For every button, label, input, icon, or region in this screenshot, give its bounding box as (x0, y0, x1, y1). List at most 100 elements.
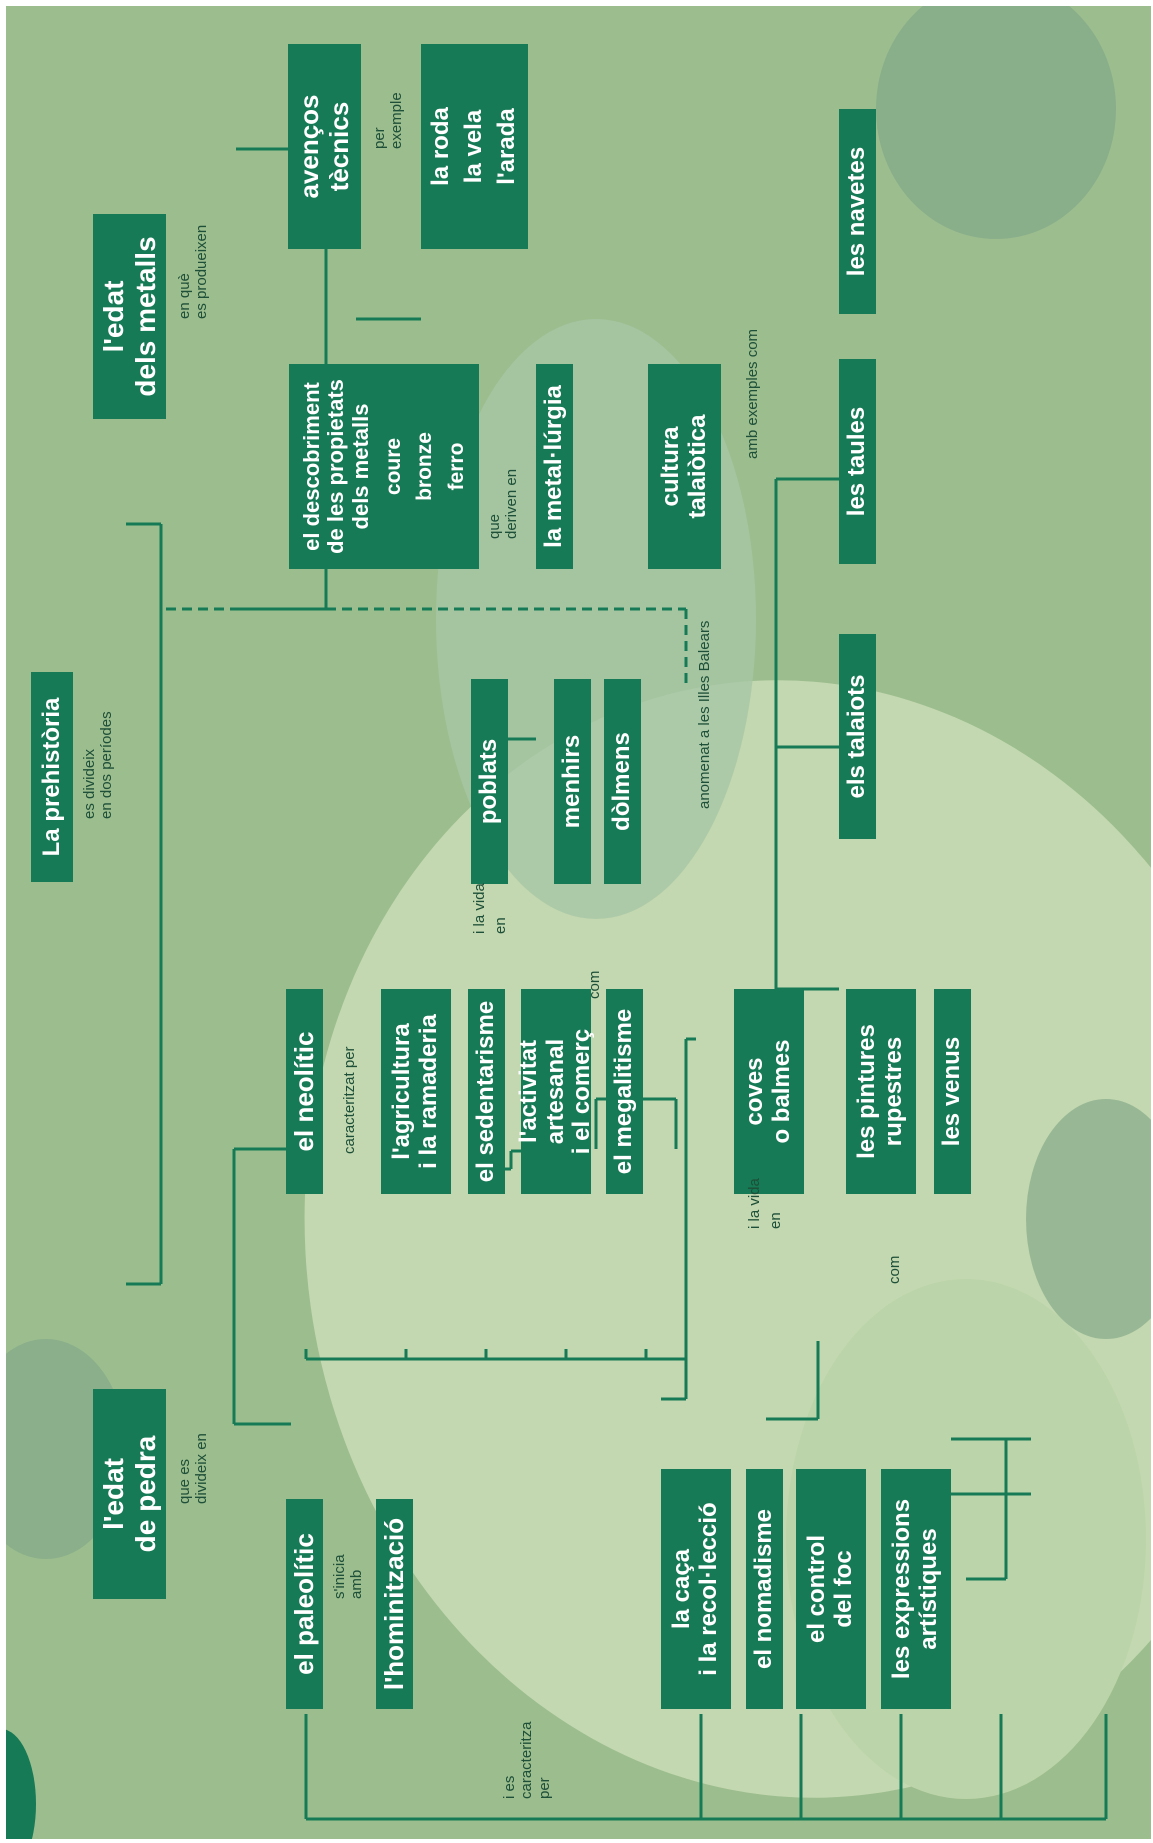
label-es-divideix-line2: en dos períodes (98, 711, 116, 819)
node-taules: les taules (839, 359, 876, 564)
node-avencos-line2: tècnics (323, 101, 354, 192)
node-hominitzacio-text: l'hominització (378, 1517, 409, 1691)
node-metallurgia-text: la metal·lúrgia (540, 385, 568, 548)
node-coves-line1: coves (741, 1057, 769, 1126)
label-per-exemple-line2: exemple (388, 92, 406, 149)
node-agricultura-line1: l'agricultura (388, 1023, 416, 1160)
node-neolitic: el neolític (286, 989, 323, 1194)
node-metallurgia: la metal·lúrgia (536, 364, 573, 569)
label-en-que-line2: es produeixen (193, 224, 211, 319)
node-sedentarisme-text: el sedentarisme (472, 1000, 500, 1183)
label-que-es-divideix: que es divideix en (176, 1433, 211, 1504)
node-activitat-line2: i el comerç (568, 1028, 596, 1155)
label-com-2: com (886, 1256, 903, 1284)
node-expressions-line1: les expressions (888, 1498, 916, 1680)
node-megalitisme: el megalitisme (606, 989, 643, 1194)
label-i-es-caracteritza-line1: i es (501, 1775, 518, 1799)
node-edat-metalls-line2: dels metalls (129, 236, 161, 397)
node-menhirs: menhirs (554, 679, 591, 884)
node-descobriment: el descobriment de les propietats dels m… (289, 364, 479, 569)
node-pintures-line2: rupestres (880, 1036, 907, 1147)
label-sinicia-line2: amb (348, 1569, 366, 1599)
node-avencos-line1: avenços (294, 94, 325, 199)
node-neolitic-text: el neolític (288, 1031, 319, 1152)
concept-map-frame: La prehistòria l'edat de pedra l'edat de… (6, 6, 1151, 1839)
label-i-es-caracteritza-line2: caracteritza (518, 1721, 536, 1799)
label-es-divideix-line1: es divideix (81, 748, 98, 819)
node-edat-pedra-line2: de pedra (129, 1435, 161, 1553)
node-talaiots: els talaiots (839, 634, 876, 839)
label-vida-en-2-text: i la vida (746, 1178, 763, 1229)
node-coves-line2: o balmes (768, 1039, 795, 1144)
node-poblats: poblats (471, 679, 508, 884)
label-per-exemple-line1: per (371, 127, 388, 149)
node-venus-text: les venus (938, 1036, 966, 1147)
node-talaiotica-line1: cultura (656, 426, 684, 507)
label-com-1-text: com (586, 970, 603, 999)
label-amb-exemples: amb exemples com (744, 329, 761, 459)
label-vida-en-2: i la vida en (746, 1178, 785, 1229)
concept-map: La prehistòria l'edat de pedra l'edat de… (6, 6, 1151, 1839)
node-talaiots-text: els talaiots (843, 674, 871, 799)
label-que-es-divideix-line2: divideix en (193, 1433, 211, 1504)
node-sedentarisme: el sedentarisme (468, 989, 505, 1194)
node-control-foc-line2: del foc (830, 1550, 857, 1628)
node-pintures: les pintures rupestres (846, 989, 916, 1194)
node-hominitzacio: l'hominització (376, 1499, 413, 1709)
label-com-1: com (586, 971, 603, 999)
node-control-foc: el control del foc (796, 1469, 866, 1709)
label-en-que-line1: en què (176, 273, 193, 319)
diagram-title: La prehistòria (31, 672, 73, 882)
label-i-es-caracteritza: i es caracteritza per (501, 1721, 553, 1799)
node-descobriment-line2: de les propietats (323, 379, 349, 554)
node-menhirs-text: menhirs (558, 734, 586, 829)
node-roda-line3: l'arada (492, 108, 520, 185)
node-activitat: l'activitat artesanal i el comerç (515, 989, 595, 1194)
label-per-exemple: per exemple (371, 92, 406, 149)
diagram-title-text: La prehistòria (37, 697, 65, 857)
node-edat-pedra: l'edat de pedra (93, 1389, 166, 1599)
label-amb-exemples-text: amb exemples com (744, 328, 761, 459)
node-expressions-line2: artístiques (915, 1528, 942, 1650)
label-es-divideix: es divideix en dos períodes (81, 711, 116, 819)
node-venus: les venus (934, 989, 971, 1194)
node-dolmens-text: dòlmens (608, 732, 636, 831)
node-roda-line1: la roda (427, 107, 455, 186)
label-vida-en-1: i la vida en (471, 883, 510, 934)
node-poblats-text: poblats (475, 738, 503, 825)
node-roda-line2: la vela (460, 109, 488, 184)
node-caca-line2: i la recol·lecció (695, 1502, 722, 1676)
label-sinicia-line1: s'inicia (331, 1554, 348, 1599)
node-megalitisme-text: el megalitisme (610, 1008, 638, 1175)
label-en-2-text: en (767, 1212, 785, 1229)
node-expressions: les expressions artístiques (881, 1469, 951, 1709)
node-activitat-line1: l'activitat artesanal (514, 1038, 569, 1145)
node-descobriment-line3: dels metalls (348, 403, 374, 530)
node-descobriment-line1: el descobriment (298, 382, 324, 551)
connector-lines (126, 147, 1108, 1821)
node-talaiotica-line2: talaiòtica (683, 414, 711, 519)
node-navetes-text: les navetes (843, 146, 871, 277)
label-vida-en-1-text: i la vida (471, 883, 488, 934)
label-que-deriven: que deriven en (486, 469, 521, 539)
label-com-2-text: com (886, 1255, 903, 1284)
node-edat-metalls-line1: l'edat (98, 280, 130, 353)
node-nomadisme: el nomadisme (746, 1469, 783, 1709)
node-agricultura-line2: i la ramaderia (415, 1014, 442, 1169)
node-roda: la roda la vela l'arada (421, 44, 528, 249)
node-control-foc-line1: el control (803, 1535, 831, 1644)
node-caca: la caça i la recol·lecció (661, 1469, 731, 1709)
label-que-deriven-line1: que (486, 513, 503, 539)
node-edat-metalls: l'edat dels metalls (93, 214, 166, 419)
label-caracteritzat: caracteritzat per (341, 1046, 358, 1154)
node-navetes: les navetes (839, 109, 876, 314)
label-en-que: en què es produeixen (176, 225, 211, 319)
node-dolmens: dòlmens (604, 679, 641, 884)
label-en-1-text: en (492, 917, 510, 934)
node-talaiotica: cultura talaiòtica (648, 364, 721, 569)
label-caracteritzat-text: caracteritzat per (341, 1046, 358, 1154)
node-descobriment-line5: bronze (413, 432, 437, 501)
node-caca-line1: la caça (668, 1548, 696, 1630)
label-anomenat-text: anomenat a les Illes Balears (696, 620, 713, 809)
